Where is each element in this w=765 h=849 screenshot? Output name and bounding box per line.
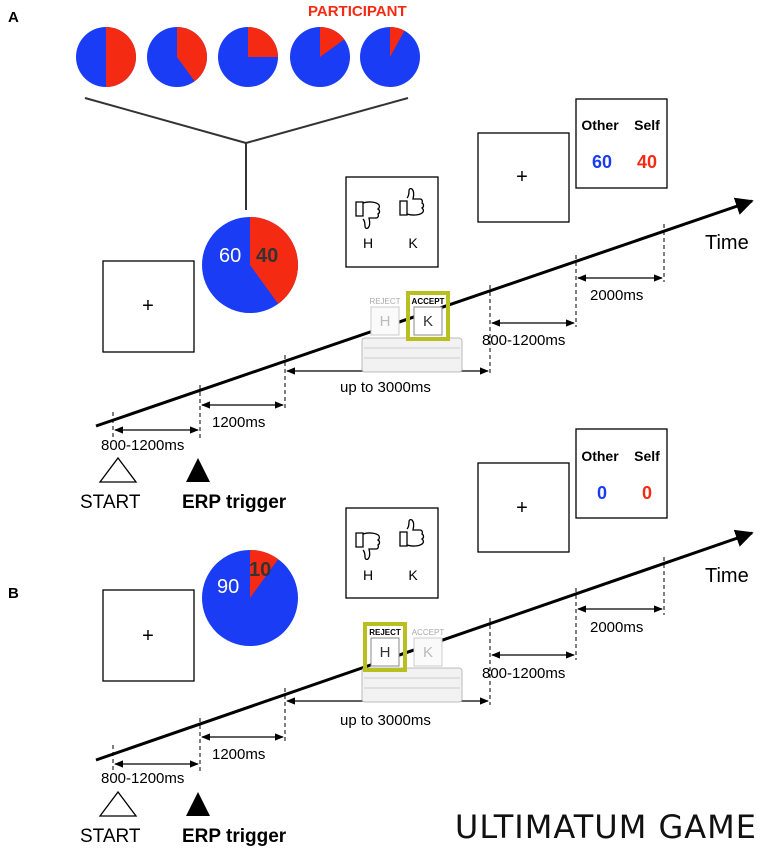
interval-fourth-label: 800-1200ms [482, 332, 565, 349]
reject-key[interactable] [370, 306, 400, 336]
accept-label: ACCEPT [412, 297, 445, 306]
reject-key[interactable] [370, 637, 400, 667]
thumbs-down-icon [355, 201, 381, 230]
reject-key-label: H [363, 235, 373, 251]
fixation-screen [102, 589, 195, 682]
figure-title: ULTIMATUM GAME [455, 808, 757, 846]
panel-label: B [8, 585, 19, 602]
outcome-other-value: 0 [597, 483, 607, 503]
reject-key-letter: H [380, 644, 391, 661]
accept-label: ACCEPT [412, 628, 445, 637]
accept-highlight [406, 291, 450, 341]
outcome-self-value: 40 [637, 152, 657, 172]
start-triangle-icon [98, 456, 138, 483]
panel-b: B Time 800-1200ms 1200ms up to 3000ms 80… [8, 428, 754, 847]
offer-pies-row [76, 27, 420, 87]
accept-key-letter: K [423, 313, 433, 330]
interval-ticks [112, 557, 665, 774]
trial-pie-self-slice [250, 217, 298, 304]
accept-key-letter: K [423, 644, 433, 661]
trigger-triangle-icon [186, 458, 210, 482]
keyboard: H REJECT K ACCEPT [361, 622, 463, 703]
panel-label: A [8, 9, 19, 26]
outcome-other-value: 60 [592, 152, 612, 172]
response-screen [345, 507, 439, 599]
response-screen [345, 176, 439, 268]
accept-key[interactable] [413, 306, 443, 336]
offer-pie [202, 550, 298, 646]
reject-label: REJECT [369, 297, 400, 306]
offer-pie [202, 217, 298, 313]
erp-trigger-label: ERP trigger [182, 492, 287, 513]
offer-bracket [84, 97, 409, 210]
interval-first-label: 800-1200ms [101, 770, 184, 787]
thumbs-up-icon [399, 518, 425, 547]
offer-pie-3-self-slice [248, 27, 278, 57]
start-label: START [80, 492, 141, 513]
fixation-cross: + [142, 625, 154, 647]
interval-second-label: 1200ms [212, 746, 265, 763]
offer-pie-1-self-slice [106, 27, 136, 87]
fixation-cross: + [516, 497, 528, 519]
interval-fourth-label: 800-1200ms [482, 665, 565, 682]
interval-first-label: 800-1200ms [101, 437, 184, 454]
keyboard: H REJECT K ACCEPT [361, 291, 463, 373]
reject-key-letter: H [380, 313, 391, 330]
outcome-self-value: 0 [642, 483, 652, 503]
start-triangle-icon [98, 790, 138, 817]
outcome-self-header: Self [634, 117, 660, 133]
trigger-triangle-icon [186, 792, 210, 816]
interval-second-label: 1200ms [212, 414, 265, 431]
outcome-other-header: Other [581, 117, 619, 133]
offer-other-value: 90 [217, 576, 239, 598]
offer-pie-4-self-slice [320, 27, 345, 57]
reject-label: REJECT [369, 628, 401, 637]
fixation-screen [477, 462, 570, 553]
accept-key[interactable] [413, 637, 443, 667]
interval-fifth-label: 2000ms [590, 287, 643, 304]
thumbs-down-icon [355, 532, 381, 561]
outcome-screen [575, 428, 668, 519]
trial-pie-self-slice [250, 550, 279, 598]
interval-third-label: up to 3000ms [340, 379, 431, 396]
offer-pie-5-self-slice [390, 27, 405, 57]
offer-self-value: 40 [256, 245, 278, 267]
offer-pie-2-self-slice [177, 27, 208, 82]
fixation-cross: + [142, 295, 154, 317]
interval-third-label: up to 3000ms [340, 712, 431, 729]
fixation-cross: + [516, 166, 528, 188]
fixation-screen [102, 260, 195, 353]
panel-a: A Time 800-1200ms 1200ms up to 3000ms 80… [8, 9, 754, 513]
interval-ticks [112, 224, 665, 440]
erp-trigger-label: ERP trigger [182, 826, 287, 847]
offer-self-value: 10 [249, 559, 271, 581]
time-label: Time [705, 232, 749, 254]
fixation-screen [477, 132, 570, 223]
accept-key-label: K [408, 235, 418, 251]
thumbs-up-icon [399, 187, 425, 216]
outcome-other-header: Other [581, 448, 619, 464]
interval-fifth-label: 2000ms [590, 619, 643, 636]
reject-highlight [363, 622, 407, 672]
offer-other-value: 60 [219, 245, 241, 267]
outcome-screen [575, 98, 668, 189]
participant-label: PARTICIPANT [308, 3, 407, 20]
time-label: Time [705, 565, 749, 587]
accept-key-label: K [408, 567, 418, 583]
reject-key-label: H [363, 567, 373, 583]
start-label: START [80, 826, 141, 847]
outcome-self-header: Self [634, 448, 660, 464]
